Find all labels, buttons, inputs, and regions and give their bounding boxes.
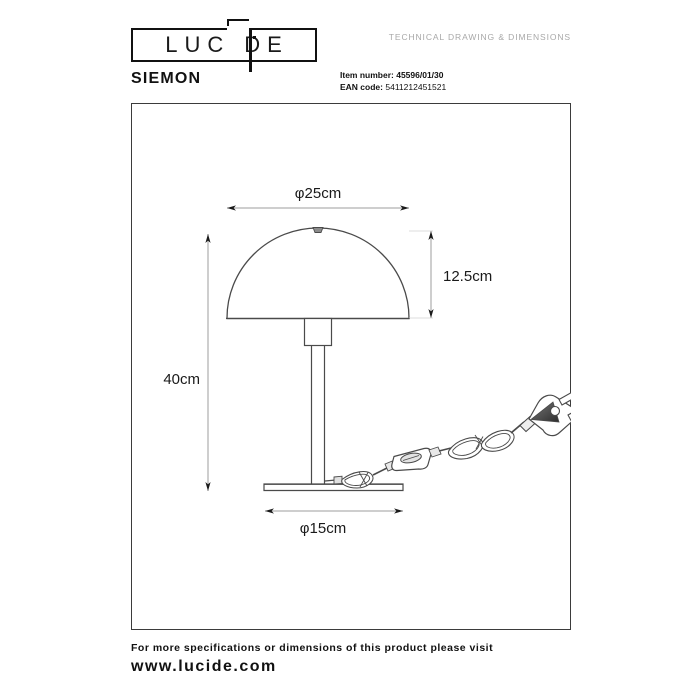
dim-shade-height-label: 12.5cm <box>443 268 492 285</box>
plug-earth-contact <box>549 405 561 417</box>
euro-plug <box>528 385 596 437</box>
lamp-illustration <box>226 227 410 492</box>
drawing-frame-border <box>131 103 571 630</box>
logo-accent-notch <box>227 19 249 30</box>
dim-shade-diameter-label: φ25cm <box>295 185 341 202</box>
cord-loop-1-cross <box>358 471 368 487</box>
dimension-total-height: 40cm <box>163 234 211 491</box>
inline-switch-rocker-line <box>402 455 420 461</box>
cord-loop-2-collar-2 <box>475 436 484 450</box>
socket-housing <box>303 317 333 347</box>
logo-letter-c: C <box>207 32 231 57</box>
cord-segment-1 <box>372 467 388 476</box>
dimension-shade-height: 12.5cm <box>409 230 492 319</box>
lucide-logo: L U C D E <box>131 19 317 72</box>
shade-finial <box>312 227 324 233</box>
item-number-row: Item number: 45596/01/30 <box>340 69 446 81</box>
cord-loop-1-cross-2 <box>359 472 369 488</box>
ean-code-separator: : <box>380 82 383 92</box>
item-number-label: Item number: <box>340 70 394 80</box>
cord-segment-2 <box>438 447 452 452</box>
page-title: SIEMON <box>131 70 202 87</box>
footer-text: For more specifications or dimensions of… <box>131 642 494 654</box>
ean-code-label: EAN code <box>340 82 381 92</box>
dome-shade <box>226 227 410 320</box>
logo-letter-e: E <box>267 32 289 57</box>
plug-pin-upper <box>558 385 587 406</box>
dimension-base-diameter: φ15cm <box>265 508 403 537</box>
power-cord-assembly <box>324 415 537 489</box>
ean-code-row: EAN code: 5411212451521 <box>340 81 446 93</box>
page-header: L U C D E TECHNICAL DRAWING & DIMENSIONS… <box>131 19 571 94</box>
dim-total-height-label: 40cm <box>163 371 200 388</box>
logo-letter-d: D <box>244 32 268 57</box>
dim-base-diameter-label: φ15cm <box>300 520 346 537</box>
product-codes: Item number: 45596/01/30 EAN code: 54112… <box>340 69 446 93</box>
cord-collar-3 <box>428 446 442 458</box>
cord-collar-1 <box>333 475 343 485</box>
cord-loop-3-inner <box>485 433 511 449</box>
logo-frame <box>131 28 317 62</box>
base-plate <box>263 483 404 492</box>
footer-website-url[interactable]: www.lucide.com <box>131 658 277 675</box>
header-tagline: TECHNICAL DRAWING & DIMENSIONS <box>388 32 571 42</box>
page-footer: For more specifications or dimensions of… <box>131 642 571 676</box>
logo-letters: L U C D E <box>131 28 317 62</box>
lamp-drawing-svg: φ25cm 12.5cm 40cm φ15cm <box>163 185 596 537</box>
ean-code-value: 5411212451521 <box>385 82 447 92</box>
cord-loop-2-inner <box>452 440 480 456</box>
logo-notch-mask <box>227 26 250 31</box>
logo-i-dot <box>253 36 256 39</box>
logo-i-stem <box>249 28 252 72</box>
dimension-shade-diameter: φ25cm <box>227 185 409 211</box>
item-number-value: 45596/01/30 <box>396 70 444 80</box>
cord-loop-1-inner <box>344 473 371 486</box>
logo-letter-u: U <box>184 32 208 57</box>
logo-letter-l: L <box>165 32 185 57</box>
technical-drawing-canvas: φ25cm 12.5cm 40cm φ15cm <box>131 103 596 630</box>
